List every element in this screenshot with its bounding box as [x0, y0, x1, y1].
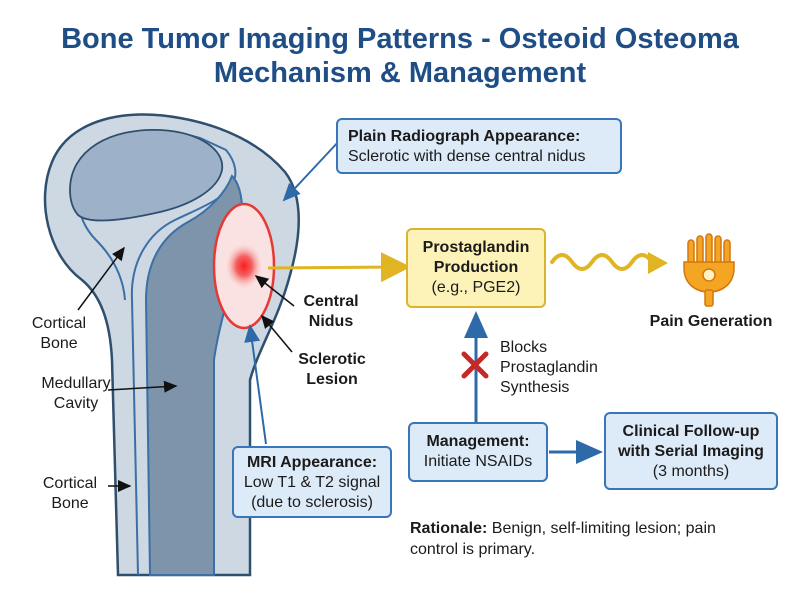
central-nidus [226, 244, 262, 288]
blocks-synthesis-label: Blocks Prostaglandin Synthesis [500, 338, 620, 398]
rationale-label: Rationale: [410, 520, 488, 537]
followup-line1: Clinical Follow-up [622, 423, 760, 440]
label-cortical-upper-line1: Cortical [31, 315, 87, 332]
followup-box: Clinical Follow-up with Serial Imaging (… [604, 412, 778, 490]
mri-line2: (due to sclerosis) [251, 494, 373, 511]
nidus-to-prostaglandin-arrow [267, 252, 411, 283]
followup-line2: with Serial Imaging [618, 443, 764, 460]
nerve-receptor-icon [683, 233, 735, 307]
label-sclerotic-lesion: Sclerotic Lesion [292, 350, 372, 390]
management-heading: Management: [426, 433, 530, 450]
label-central-nidus: Central Nidus [296, 292, 366, 332]
followup-line3: (3 months) [652, 463, 730, 480]
title-line-1: Bone Tumor Imaging Patterns - Osteoid Os… [61, 23, 739, 55]
mri-appearance-box: MRI Appearance: Low T1 & T2 signal (due … [232, 446, 392, 518]
radiograph-appearance-box: Plain Radiograph Appearance: Sclerotic w… [336, 118, 622, 174]
label-nidus-line2: Nidus [308, 313, 354, 330]
blocks-line3: Synthesis [500, 379, 570, 396]
prostaglandin-line1: Prostaglandin [422, 239, 530, 256]
prostaglandin-production-box: Prostaglandin Production (e.g., PGE2) [406, 228, 546, 308]
label-cortical-lower-line2: Bone [51, 495, 89, 512]
rationale-body-2: control is primary. [410, 541, 536, 558]
radiograph-heading: Plain Radiograph Appearance: [348, 128, 581, 145]
pointer-nidus [254, 275, 295, 307]
label-sclerotic-line2: Lesion [306, 371, 358, 388]
label-medullary-line2: Cavity [53, 395, 99, 412]
pain-generation-label: Pain Generation [649, 313, 773, 330]
blocks-line2: Prostaglandin [500, 359, 598, 376]
rationale-text: Rationale: Benign, self-limiting lesion;… [410, 518, 780, 560]
wavy-arrowhead [648, 252, 668, 274]
title-line-2: Mechanism & Management [213, 57, 587, 89]
rationale-body: Benign, self-limiting lesion; pain [487, 520, 716, 537]
block-x-icon [461, 351, 489, 379]
pointer-sclerotic [261, 314, 293, 353]
label-medullary-cavity: Medullary Cavity [26, 374, 126, 414]
bone-epiphysis [69, 129, 223, 222]
page-title: Bone Tumor Imaging Patterns - Osteoid Os… [0, 22, 800, 90]
label-cortical-upper-line2: Bone [40, 335, 78, 352]
bone-inner-band [76, 131, 237, 576]
mri-heading: MRI Appearance: [246, 454, 378, 471]
blocks-line1: Blocks [500, 339, 548, 356]
label-nidus-line1: Central [303, 293, 359, 310]
radiograph-callout-arrow [282, 139, 341, 202]
pointer-medullary [107, 380, 178, 393]
label-cortical-bone-lower: Cortical Bone [30, 474, 110, 514]
wavy-arrow-icon [550, 253, 654, 271]
label-medullary-line1: Medullary [41, 375, 111, 392]
management-text: Initiate NSAIDs [423, 453, 533, 470]
management-box: Management: Initiate NSAIDs [408, 422, 548, 482]
label-cortical-bone-upper: Cortical Bone [18, 314, 100, 354]
prostaglandin-line2: Production [433, 259, 519, 276]
radiograph-text: Sclerotic with dense central nidus [348, 148, 586, 165]
pointer-cortical-upper [77, 246, 125, 311]
mri-line1: Low T1 & T2 signal [243, 474, 381, 491]
prostaglandin-line3: (e.g., PGE2) [431, 279, 521, 296]
mri-callout-arrow [244, 324, 267, 445]
label-cortical-lower-line1: Cortical [42, 475, 98, 492]
label-sclerotic-line1: Sclerotic [298, 351, 366, 368]
